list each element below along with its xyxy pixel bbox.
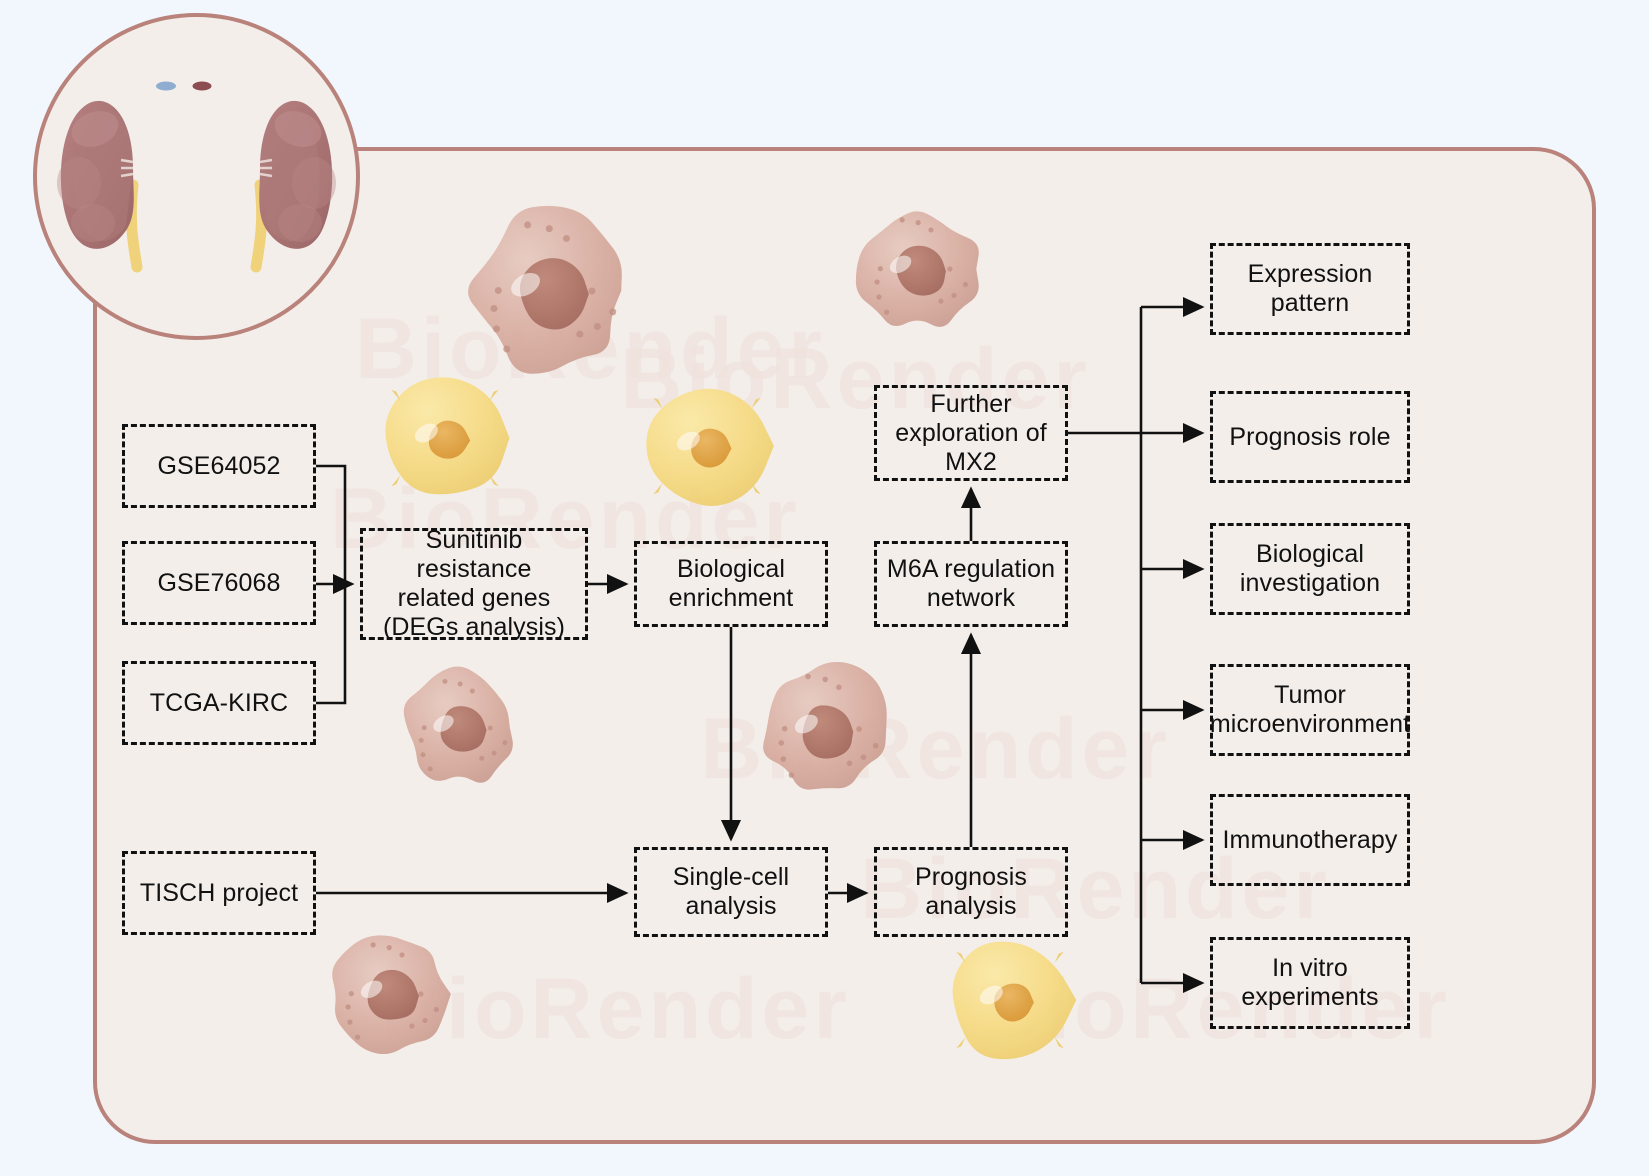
node-biological_invest[interactable]: Biological investigation bbox=[1210, 523, 1410, 615]
watermark-text: BioRender bbox=[380, 961, 851, 1057]
node-prognosis_role[interactable]: Prognosis role bbox=[1210, 391, 1410, 483]
watermark-text: BioRender bbox=[860, 841, 1331, 937]
node-gse76068[interactable]: GSE76068 bbox=[122, 541, 316, 625]
node-gse64052[interactable]: GSE64052 bbox=[122, 424, 316, 508]
macrophage-illustration bbox=[403, 666, 513, 783]
node-label: GSE76068 bbox=[157, 568, 281, 597]
node-label: Prognosis analysis bbox=[914, 863, 1028, 920]
node-single_cell[interactable]: Single-cell analysis bbox=[634, 847, 828, 937]
tumor-cell-illustration bbox=[952, 941, 1077, 1060]
node-label: M6A regulation network bbox=[886, 555, 1056, 612]
node-label: Immunotherapy bbox=[1222, 825, 1398, 854]
node-label: Biological investigation bbox=[1239, 540, 1381, 597]
tumor-cell-illustration bbox=[646, 388, 774, 507]
node-label: Single-cell analysis bbox=[672, 863, 790, 920]
kidney-badge bbox=[33, 13, 360, 340]
macrophage-illustration bbox=[332, 935, 451, 1055]
node-label: In vitro experiments bbox=[1241, 954, 1379, 1011]
node-label: Further exploration of MX2 bbox=[895, 389, 1047, 476]
macrophage-illustration bbox=[468, 205, 622, 374]
node-prognosis[interactable]: Prognosis analysis bbox=[874, 847, 1068, 937]
edge-gse64052-to-degs bbox=[316, 464, 347, 584]
node-tisch[interactable]: TISCH project bbox=[122, 851, 316, 935]
node-degs[interactable]: Sunitinib resistance related genes (DEGs… bbox=[360, 526, 588, 641]
node-mx2[interactable]: Further exploration of MX2 bbox=[874, 385, 1068, 481]
node-label: Tumor microenvironment bbox=[1209, 681, 1411, 738]
node-label: TISCH project bbox=[139, 878, 299, 907]
node-expression_pattern[interactable]: Expression pattern bbox=[1210, 243, 1410, 335]
node-label: TCGA-KIRC bbox=[149, 688, 289, 717]
macrophage-illustration bbox=[763, 661, 887, 790]
node-label: Expression pattern bbox=[1247, 260, 1373, 317]
node-immunotherapy[interactable]: Immunotherapy bbox=[1210, 794, 1410, 886]
macrophage-illustration bbox=[855, 211, 979, 327]
kidney-icon bbox=[57, 81, 336, 273]
node-bio_enrich[interactable]: Biological enrichment bbox=[634, 541, 828, 627]
node-label: Biological enrichment bbox=[668, 555, 794, 612]
tumor-cell-illustration bbox=[385, 377, 510, 495]
node-label: Prognosis role bbox=[1229, 422, 1391, 451]
node-m6a[interactable]: M6A regulation network bbox=[874, 541, 1068, 627]
node-label: GSE64052 bbox=[157, 451, 281, 480]
node-in_vitro[interactable]: In vitro experiments bbox=[1210, 937, 1410, 1029]
node-label: Sunitinib resistance related genes (DEGs… bbox=[382, 526, 566, 641]
edge-tcgakirc-to-degs bbox=[316, 584, 347, 705]
node-tumor_micro[interactable]: Tumor microenvironment bbox=[1210, 664, 1410, 756]
node-tcga_kirc[interactable]: TCGA-KIRC bbox=[122, 661, 316, 745]
